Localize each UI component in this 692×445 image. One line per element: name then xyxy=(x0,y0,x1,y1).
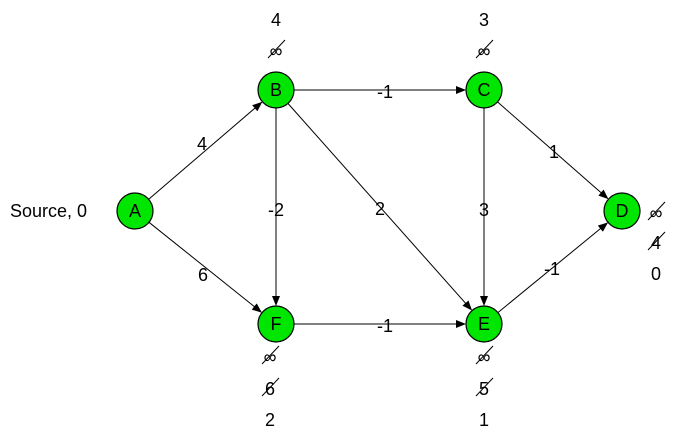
node-c: C xyxy=(465,71,503,109)
distance-annotations: 4∞3∞∞62∞51∞40 xyxy=(261,10,666,430)
edges xyxy=(148,86,609,328)
edge-weights: 4 6 -1 -2 2 1 3 -1 -1 xyxy=(197,82,560,336)
edge-c-d xyxy=(497,101,609,200)
node-label-e: E xyxy=(478,314,490,334)
node-b: B xyxy=(257,71,295,109)
edge-e-d xyxy=(497,222,609,313)
strikethrough-e-0 xyxy=(475,345,494,365)
edge-weight-c-e: 3 xyxy=(479,200,489,220)
distance-e-crossed-1: 5 xyxy=(479,379,489,399)
node-circle-c xyxy=(465,71,503,109)
distance-b-current: 4 xyxy=(271,10,281,30)
edge-weight-a-f: 6 xyxy=(198,265,208,285)
node-circle-b xyxy=(257,71,295,109)
node-label-b: B xyxy=(270,80,282,100)
distance-d-current: 0 xyxy=(651,264,661,284)
strikethrough-f-0 xyxy=(261,345,280,365)
node-circle-a xyxy=(116,192,154,230)
node-circle-e xyxy=(465,305,503,343)
edge-weight-f-e: -1 xyxy=(377,316,393,336)
node-label-c: C xyxy=(478,80,491,100)
strikethrough-d-1 xyxy=(647,231,666,251)
distance-f-crossed-1: 6 xyxy=(265,379,275,399)
edge-weight-b-f: -2 xyxy=(268,200,284,220)
strikethrough-e-1 xyxy=(475,377,494,397)
node-label-a: A xyxy=(129,201,141,221)
node-f: F xyxy=(257,305,295,343)
node-a: A xyxy=(116,192,154,230)
source-label: Source, 0 xyxy=(10,201,87,221)
edge-weight-b-e: 2 xyxy=(375,199,385,219)
strikethrough-d-0 xyxy=(647,201,666,221)
node-label-f: F xyxy=(271,314,282,334)
strikethrough-b-0 xyxy=(267,39,286,59)
edge-a-b xyxy=(148,101,263,200)
edge-weight-a-b: 4 xyxy=(197,134,207,154)
edge-weight-e-d: -1 xyxy=(544,259,560,279)
node-circle-d xyxy=(603,192,641,230)
edge-weight-b-c: -1 xyxy=(377,82,393,102)
nodes: A B C D E F xyxy=(116,71,641,343)
edge-b-e xyxy=(287,103,473,311)
strikethrough-c-0 xyxy=(475,39,494,59)
distance-c-current: 3 xyxy=(479,10,489,30)
edge-a-f xyxy=(148,221,262,313)
distance-e-current: 1 xyxy=(479,410,489,430)
node-d: D xyxy=(603,192,641,230)
strikethrough-f-1 xyxy=(261,377,280,397)
edge-weight-c-d: 1 xyxy=(549,142,559,162)
node-circle-f xyxy=(257,305,295,343)
node-e: E xyxy=(465,305,503,343)
distance-d-crossed-1: 4 xyxy=(651,233,661,253)
distance-f-current: 2 xyxy=(265,410,275,430)
node-label-d: D xyxy=(616,201,629,221)
